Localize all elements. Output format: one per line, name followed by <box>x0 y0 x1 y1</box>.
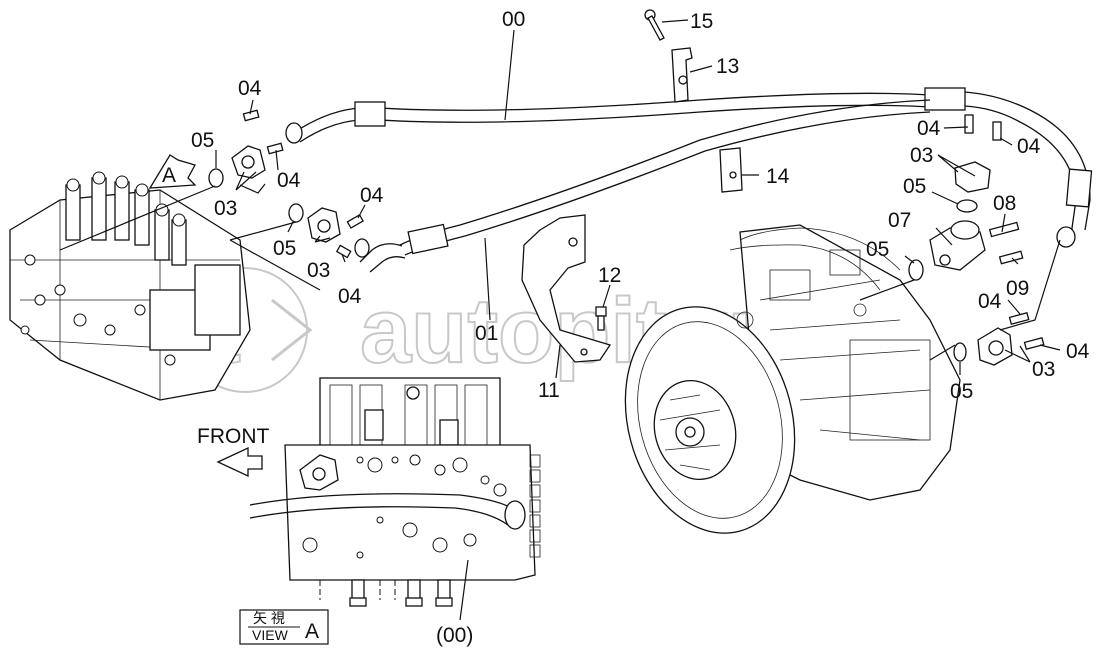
callout-04-h: 04 <box>1066 340 1090 363</box>
callout-00: 00 <box>502 8 525 31</box>
view-a-letter: A <box>162 164 176 187</box>
control-valve-view-a <box>249 377 541 607</box>
flange-lower-valve <box>288 203 364 259</box>
flange-upper-pump <box>954 114 1002 213</box>
clamp-14 <box>719 147 743 193</box>
callout-05-d: 05 <box>866 238 889 261</box>
callout-05-e: 05 <box>950 380 973 403</box>
hose-01 <box>354 99 931 273</box>
callout-04-b: 04 <box>277 169 301 192</box>
callout-05-a: 05 <box>191 129 214 152</box>
callout-04-c: 04 <box>360 184 384 207</box>
view-box-letter: A <box>305 620 319 643</box>
view-a-box: 矢 視 VIEW A <box>239 609 329 645</box>
flange-lower-pump <box>953 311 1045 366</box>
clamp-13 <box>671 47 693 103</box>
callout-14: 14 <box>766 165 790 188</box>
callout-09: 09 <box>1006 277 1029 300</box>
callout-04-d: 04 <box>338 285 362 308</box>
callout-04-f: 04 <box>1017 135 1041 158</box>
front-label: FRONT <box>197 425 269 448</box>
callout-03-d: 03 <box>1032 358 1055 381</box>
flange-upper-valve <box>208 109 284 188</box>
callout-05-c: 05 <box>903 175 926 198</box>
bracket-11 <box>521 214 612 363</box>
bolt-12 <box>595 306 607 331</box>
leader-lines <box>59 19 1061 621</box>
callout-05-b: 05 <box>273 237 296 260</box>
callout-13: 13 <box>716 55 739 78</box>
view-box-en-text: VIEW <box>252 627 289 643</box>
callout-labels: 00 01 04 05 04 03 04 05 03 04 15 13 14 1… <box>191 8 1090 647</box>
callout-04-e: 04 <box>917 117 941 140</box>
adapter-07 <box>908 220 1024 281</box>
callout-15: 15 <box>690 10 713 33</box>
callout-03-b: 03 <box>307 259 330 282</box>
callout-01: 01 <box>475 322 498 345</box>
bolt-15 <box>644 9 665 41</box>
hose-00 <box>285 87 1093 248</box>
control-valve-iso <box>9 171 251 401</box>
callout-07: 07 <box>888 209 911 232</box>
callout-08: 08 <box>993 192 1016 215</box>
view-box-jp-text: 矢 視 <box>253 610 285 626</box>
pump-assembly <box>624 224 961 534</box>
view-a-marker: A <box>148 154 197 189</box>
callout-04-g: 04 <box>978 290 1002 313</box>
callout-12: 12 <box>598 264 621 287</box>
callout-03-c: 03 <box>910 144 933 167</box>
front-indicator: FRONT <box>197 425 269 478</box>
callout-11: 11 <box>538 379 560 402</box>
callout-04-a: 04 <box>238 77 262 100</box>
callout-00-view: (00) <box>436 624 473 647</box>
callout-03-a: 03 <box>214 197 237 220</box>
front-arrow-icon <box>216 446 263 478</box>
